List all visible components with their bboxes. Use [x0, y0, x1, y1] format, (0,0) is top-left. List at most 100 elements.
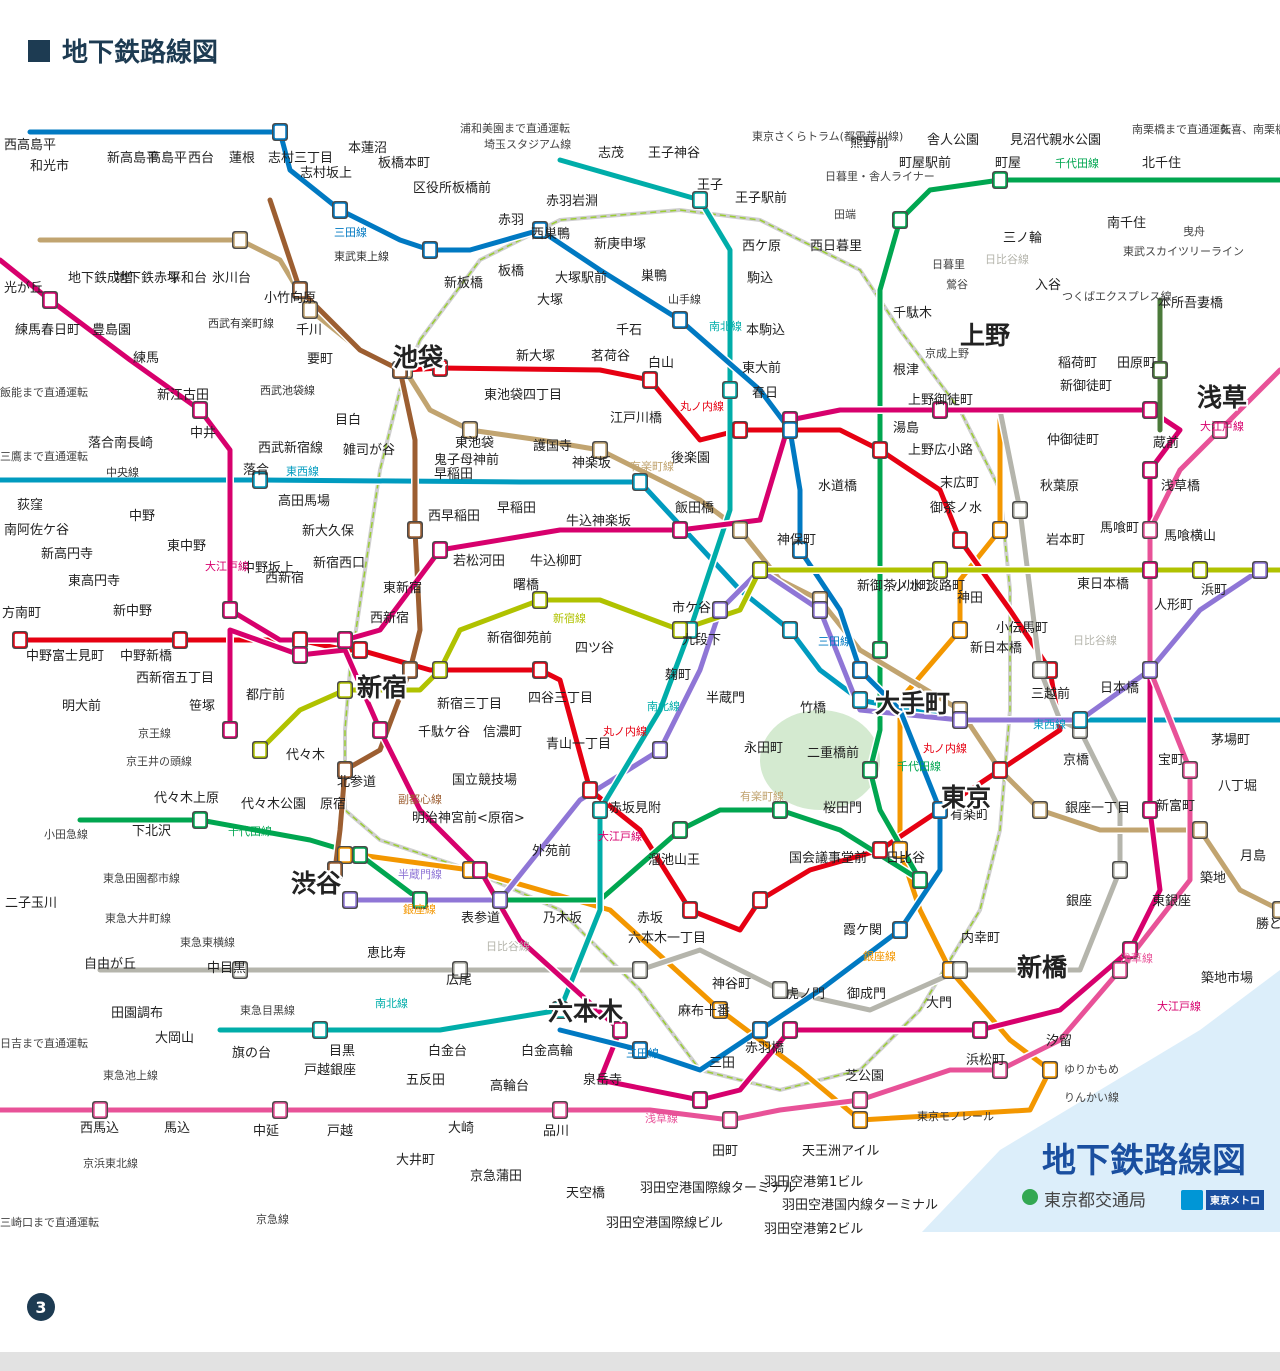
station-label[interactable]: 練馬春日町 — [15, 323, 80, 338]
station-label[interactable]: 雑司が谷 — [343, 442, 395, 458]
station-label[interactable]: 中野 — [129, 509, 155, 524]
station-label[interactable]: 中野新橋 — [120, 648, 172, 664]
subway-line-shinjuku[interactable] — [257, 567, 1280, 753]
station-label[interactable]: 汐留 — [1046, 1033, 1072, 1049]
station-label[interactable]: 区役所板橋前 — [413, 180, 491, 196]
station-label[interactable]: 王子神谷 — [648, 146, 700, 161]
station-label[interactable]: 銀座 — [1066, 894, 1092, 909]
station-badge[interactable] — [672, 621, 688, 639]
station-label[interactable]: 六本木一丁目 — [628, 931, 706, 946]
station-badge[interactable] — [272, 123, 288, 141]
station-label[interactable]: 北参道 — [337, 774, 376, 790]
station-label[interactable]: 新高円寺 — [41, 546, 93, 562]
station-label[interactable]: 方南町 — [2, 605, 41, 621]
station-badge[interactable] — [632, 1041, 648, 1059]
station-badge[interactable] — [1122, 941, 1138, 959]
station-label[interactable]: 神田 — [957, 591, 983, 606]
station-label[interactable]: 宝町 — [1158, 753, 1184, 768]
station-badge[interactable] — [812, 601, 828, 619]
station-badge[interactable] — [172, 631, 188, 649]
station-badge[interactable] — [192, 401, 208, 419]
station-badge[interactable] — [852, 691, 868, 709]
station-label[interactable]: 蓮根 — [229, 151, 255, 166]
station-label[interactable]: 東日本橋 — [1077, 576, 1129, 592]
station-badge[interactable] — [992, 761, 1008, 779]
station-label[interactable]: 高輪台 — [490, 1078, 529, 1094]
station-label[interactable]: 戸越銀座 — [304, 1063, 356, 1078]
station-label[interactable]: 品川 — [543, 1124, 569, 1139]
station-label[interactable]: 新中野 — [113, 603, 152, 619]
station-label[interactable]: 浅草橋 — [1161, 479, 1200, 494]
station-badge[interactable] — [337, 761, 353, 779]
station-label[interactable]: 田町 — [712, 1144, 738, 1159]
station-label[interactable]: 地下鉄赤塚 — [115, 271, 180, 286]
station-label[interactable]: 新大久保 — [302, 523, 354, 539]
station-label[interactable]: 赤羽 — [498, 213, 524, 228]
station-label[interactable]: 天空橋 — [566, 1186, 605, 1201]
station-label[interactable]: 板橋 — [498, 264, 524, 279]
station-label[interactable]: 豊島園 — [92, 323, 131, 338]
station-label[interactable]: 田原町 — [1117, 356, 1156, 371]
station-label[interactable]: 高田馬場 — [278, 493, 330, 509]
station-badge[interactable] — [392, 361, 408, 379]
station-label[interactable]: 東高円寺 — [68, 573, 120, 589]
station-badge[interactable] — [862, 761, 878, 779]
station-badge[interactable] — [932, 561, 948, 579]
station-badge[interactable] — [252, 741, 268, 759]
station-badge[interactable] — [992, 171, 1008, 189]
station-label[interactable]: 恵比寿 — [367, 946, 406, 961]
station-label[interactable]: 練馬 — [133, 351, 159, 366]
station-badge[interactable] — [592, 441, 608, 459]
station-label[interactable]: 霞ケ関 — [843, 923, 882, 938]
station-badge[interactable] — [42, 291, 58, 309]
station-label[interactable]: 東銀座 — [1152, 893, 1191, 909]
station-label[interactable]: 新大塚 — [516, 348, 555, 364]
subway-line-namboku[interactable] — [217, 157, 733, 1033]
station-label[interactable]: 西日暮里 — [810, 239, 862, 254]
station-label[interactable]: 春日 — [752, 386, 778, 401]
station-label[interactable]: 光が丘 — [4, 281, 43, 296]
station-badge[interactable] — [852, 1091, 868, 1109]
station-badge[interactable] — [722, 381, 738, 399]
station-label[interactable]: 明大前 — [62, 698, 101, 714]
station-label[interactable]: 都庁前 — [246, 687, 285, 703]
station-label[interactable]: 白山 — [648, 355, 674, 371]
station-label[interactable]: 見沼代親水公園 — [1010, 133, 1101, 148]
station-label[interactable]: 人形町 — [1154, 598, 1193, 613]
station-label[interactable]: 上野広小路 — [908, 442, 973, 458]
station-label[interactable]: 平和台 — [168, 271, 207, 286]
station-label[interactable]: 上野御徒町 — [908, 393, 973, 408]
station-badge[interactable] — [422, 241, 438, 259]
station-badge[interactable] — [912, 871, 928, 889]
station-badge[interactable] — [1142, 461, 1158, 479]
station-label[interactable]: 下北沢 — [132, 824, 171, 839]
station-label[interactable]: 新宿御苑前 — [487, 630, 552, 646]
station-label[interactable]: 大塚 — [537, 293, 563, 308]
station-badge[interactable] — [1032, 661, 1048, 679]
station-label[interactable]: 志村坂上 — [300, 166, 352, 181]
station-badge[interactable] — [692, 191, 708, 209]
station-label[interactable]: 原宿 — [320, 796, 346, 812]
station-label[interactable]: 五反田 — [406, 1073, 445, 1088]
station-label[interactable]: 戸越 — [327, 1124, 353, 1139]
station-badge[interactable] — [1182, 761, 1198, 779]
station-badge[interactable] — [782, 1021, 798, 1039]
station-label[interactable]: 地下鉄成増 — [68, 271, 133, 286]
station-label[interactable]: 二重橋前 — [807, 745, 859, 761]
station-label[interactable]: 西新宿 — [265, 570, 304, 586]
station-badge[interactable] — [452, 961, 468, 979]
station-badge[interactable] — [292, 281, 308, 299]
station-label[interactable]: 水道橋 — [818, 479, 857, 494]
station-badge[interactable] — [752, 891, 768, 909]
station-label[interactable]: 西馬込 — [80, 1121, 119, 1136]
station-badge[interactable] — [852, 1111, 868, 1129]
station-label[interactable]: 四ツ谷 — [575, 641, 614, 656]
station-label[interactable]: 虎ノ門 — [786, 987, 825, 1002]
station-badge[interactable] — [232, 231, 248, 249]
station-badge[interactable] — [532, 591, 548, 609]
station-badge[interactable] — [952, 711, 968, 729]
station-badge[interactable] — [1112, 961, 1128, 979]
station-label[interactable]: 四谷三丁目 — [528, 691, 593, 706]
station-label[interactable]: 旗の台 — [232, 1045, 271, 1061]
station-badge[interactable] — [952, 531, 968, 549]
